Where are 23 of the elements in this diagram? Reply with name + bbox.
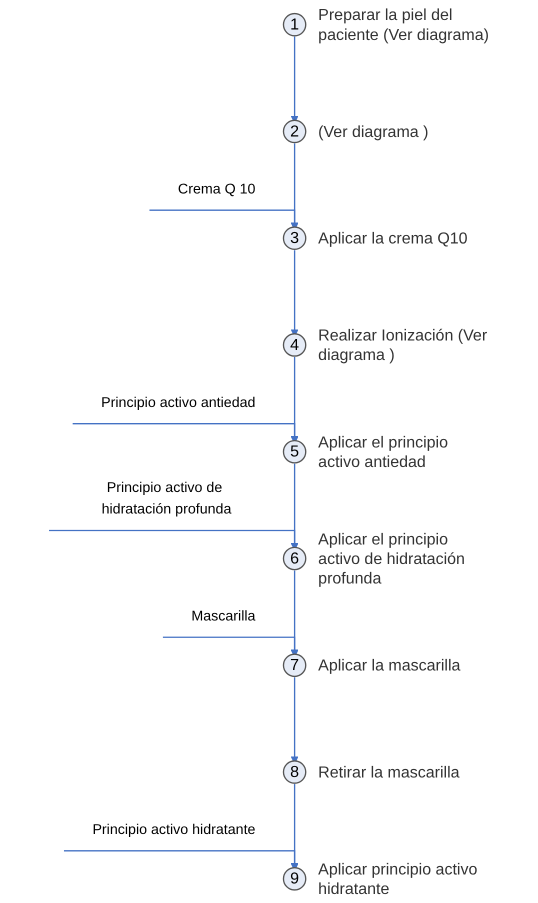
node-text: Mascarilla xyxy=(191,608,256,624)
step-description: Retirar la mascarilla xyxy=(318,764,460,782)
node-circle: 5 xyxy=(282,440,306,464)
step-description: (Ver diagrama ) xyxy=(318,124,428,141)
step-description: Aplicar principio activo hidratante xyxy=(318,861,478,898)
node-circle: 6 xyxy=(282,546,306,570)
node-text: Principio activo de hidratación profunda xyxy=(102,480,232,518)
node-circle: 3 xyxy=(282,226,306,250)
node-circle: 7 xyxy=(282,653,306,678)
step-description: Aplicar el principio activo de hidratación profunda xyxy=(318,531,465,588)
node-circle: 2 xyxy=(282,120,306,144)
node-circle: 9 xyxy=(282,867,306,891)
step-description: Realizar Ionización (Ver diagrama ) xyxy=(318,328,488,364)
step-description: Preparar la piel del paciente (Ver diagrama) xyxy=(318,7,489,44)
node-circle: 8 xyxy=(282,760,306,784)
node-circle: 4 xyxy=(282,333,306,357)
node-text: Principio activo antiedad xyxy=(101,395,256,410)
node-text: Principio activo hidratante xyxy=(92,822,256,838)
step-description: Aplicar el principio activo antiedad xyxy=(318,434,448,471)
step-description: Aplicar la crema Q10 xyxy=(318,230,468,248)
node-circle: 1 xyxy=(282,12,306,36)
step-description: Aplicar la mascarilla xyxy=(318,658,460,675)
node-text: Crema Q 10 xyxy=(178,182,256,197)
